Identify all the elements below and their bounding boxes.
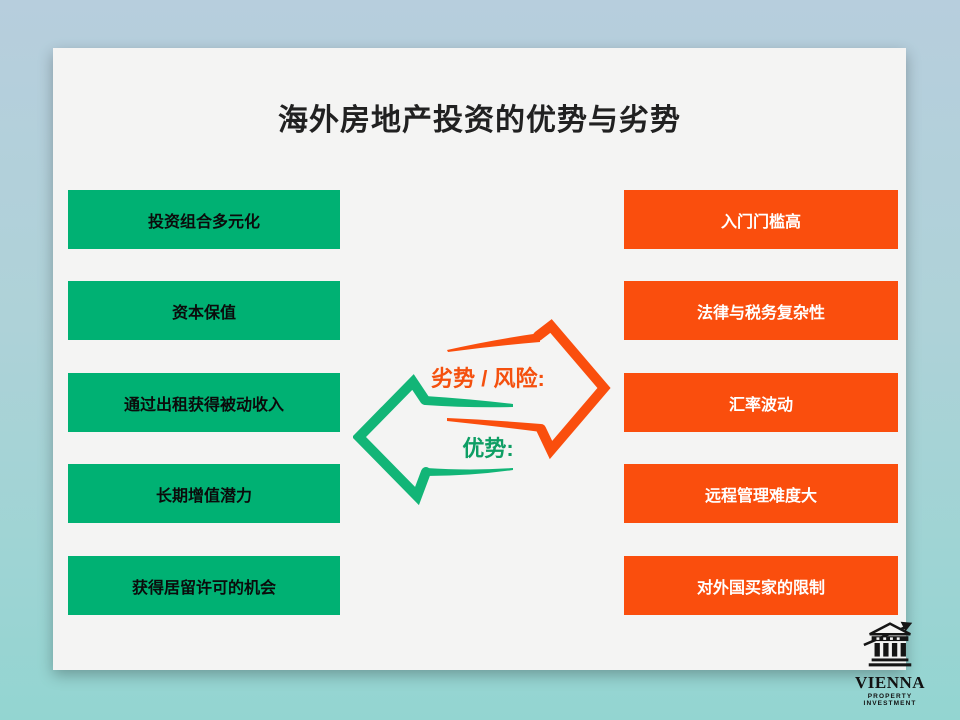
- disadvantage-label: 汇率波动: [728, 396, 793, 414]
- disadvantages-arrow-label: 劣势 / 风险:: [431, 366, 545, 391]
- advantage-label: 投资组合多元化: [147, 213, 260, 231]
- advantages-arrow-label: 优势:: [462, 436, 514, 461]
- logo-name: VIENNA: [854, 673, 926, 692]
- bank-building-growth-arrow-icon: [863, 621, 913, 667]
- advantage-label: 资本保值: [171, 304, 236, 322]
- advantage-label: 长期增值潜力: [155, 487, 252, 505]
- disadvantage-box: 对外国买家的限制: [624, 556, 898, 615]
- disadvantage-label: 入门门槛高: [720, 213, 801, 231]
- disadvantage-box: 远程管理难度大: [624, 464, 898, 523]
- advantage-box: 获得居留许可的机会: [68, 556, 340, 615]
- disadvantage-box: 法律与税务复杂性: [624, 281, 898, 340]
- disadvantage-box: 入门门槛高: [624, 190, 898, 249]
- advantage-box: 长期增值潜力: [68, 464, 340, 523]
- direction-arrows: [353, 319, 611, 506]
- logo-tagline: PROPERTY INVESTMENT: [863, 693, 917, 707]
- advantage-label: 获得居留许可的机会: [131, 579, 276, 597]
- slide-title: 海外房地产投资的优势与劣势: [278, 104, 681, 137]
- advantage-box: 通过出租获得被动收入: [68, 373, 340, 432]
- left-arrow-icon: [353, 374, 513, 506]
- advantage-label: 通过出租获得被动收入: [123, 396, 284, 414]
- disadvantage-box: 汇率波动: [624, 373, 898, 432]
- disadvantage-label: 法律与税务复杂性: [696, 304, 825, 322]
- right-arrow-icon: [447, 319, 611, 460]
- advantage-box: 投资组合多元化: [68, 190, 340, 249]
- advantage-box: 资本保值: [68, 281, 340, 340]
- disadvantage-label: 对外国买家的限制: [696, 579, 825, 597]
- slide-card: 海外房地产投资的优势与劣势 投资组合多元化 资本保值 通过出租获得被动收入 长期…: [53, 48, 906, 670]
- company-logo: VIENNA PROPERTY INVESTMENT: [850, 618, 930, 707]
- disadvantage-label: 远程管理难度大: [704, 487, 817, 505]
